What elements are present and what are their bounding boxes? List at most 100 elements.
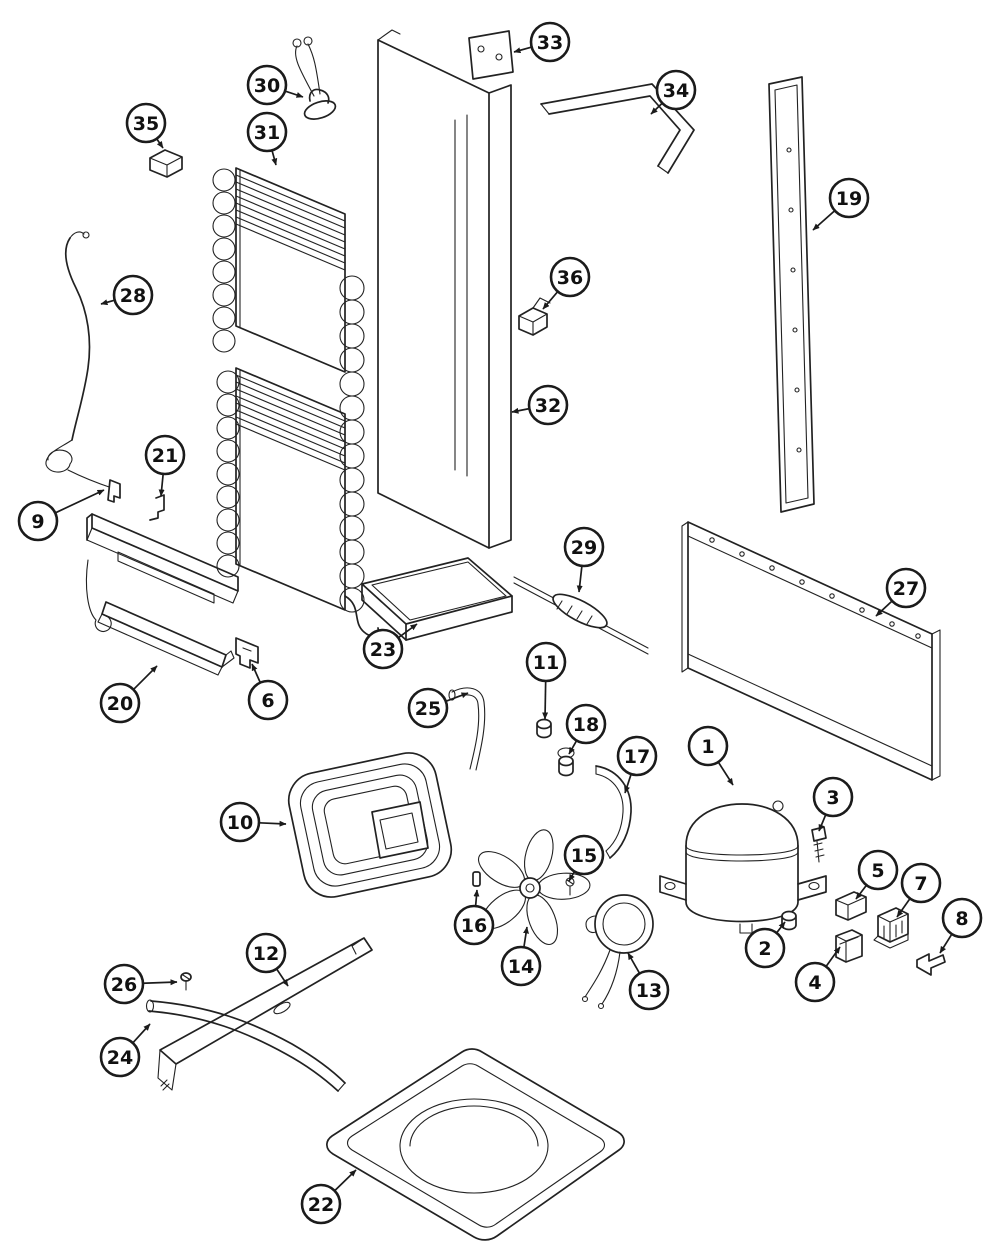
callout-circle-25[interactable]	[407, 687, 449, 729]
callout-26-screw[interactable]: 26	[103, 963, 178, 1005]
callout-circle-14[interactable]	[500, 945, 542, 987]
callout-circle-21[interactable]	[144, 434, 186, 476]
callout-circle-31[interactable]	[246, 111, 288, 153]
callout-leader-arrow	[155, 138, 164, 149]
callout-circle-24[interactable]	[99, 1036, 141, 1078]
callout-9-clip[interactable]: 9	[17, 489, 105, 542]
callout-circle-18[interactable]	[565, 703, 607, 745]
callout-circle-1[interactable]	[687, 725, 729, 767]
callout-number: 15	[571, 845, 597, 867]
callout-34-handle-tube[interactable]: 34	[650, 69, 697, 115]
callout-circle-30[interactable]	[246, 64, 288, 106]
callout-circle-3[interactable]	[812, 776, 854, 818]
callout-number: 34	[663, 80, 689, 102]
callout-circle-29[interactable]	[563, 526, 605, 568]
callout-circle-26[interactable]	[103, 963, 145, 1005]
callout-17-drain-tube[interactable]: 17	[616, 735, 658, 794]
callout-leader-arrow	[568, 740, 578, 755]
callout-circle-2[interactable]	[744, 927, 786, 969]
callout-circle-10[interactable]	[219, 801, 261, 843]
callout-27-rear-panel[interactable]: 27	[875, 567, 927, 617]
callout-7-starter[interactable]: 7	[896, 862, 942, 918]
callout-circle-33[interactable]	[529, 21, 571, 63]
callout-10-coil-assembly[interactable]: 10	[219, 801, 287, 843]
callout-number: 33	[537, 32, 563, 54]
callout-number: 32	[535, 395, 561, 417]
callout-number: 27	[893, 578, 919, 600]
part-clip-8	[916, 953, 946, 976]
callout-15-screw[interactable]: 15	[563, 834, 605, 882]
callout-number: 16	[461, 915, 487, 937]
callout-circle-32[interactable]	[527, 384, 569, 426]
callout-21-clip[interactable]: 21	[144, 434, 186, 497]
callout-circle-4[interactable]	[794, 961, 836, 1003]
callout-19-side-trim[interactable]: 19	[812, 177, 870, 231]
callout-circle-7[interactable]	[900, 862, 942, 904]
callout-16-spacer[interactable]: 16	[453, 889, 495, 946]
callout-32-center-panel[interactable]: 32	[511, 384, 569, 426]
callout-circle-17[interactable]	[616, 735, 658, 777]
callout-circle-13[interactable]	[628, 969, 670, 1011]
callout-20-rail[interactable]: 20	[99, 665, 158, 724]
callout-35-terminal-block[interactable]: 35	[125, 102, 167, 149]
part-overload-4	[835, 929, 863, 963]
part-drain-tube	[595, 765, 632, 859]
callout-circle-12[interactable]	[245, 932, 287, 974]
callout-leader-arrow	[568, 871, 576, 882]
callout-13-fan-motor[interactable]: 13	[627, 952, 670, 1011]
part-thermostat-wire	[292, 36, 337, 120]
callout-circle-15[interactable]	[563, 834, 605, 876]
callout-circle-11[interactable]	[525, 641, 567, 683]
callout-22-drain-pan[interactable]: 22	[300, 1169, 357, 1225]
callout-18-grommet[interactable]: 18	[565, 703, 607, 755]
callout-28-wire-harness[interactable]: 28	[100, 274, 154, 316]
callout-circle-27[interactable]	[885, 567, 927, 609]
callout-number: 14	[508, 956, 534, 978]
callout-circle-16[interactable]	[453, 904, 495, 946]
callout-6-bracket[interactable]: 6	[247, 663, 289, 721]
callout-31-evaporator-coil[interactable]: 31	[246, 111, 288, 166]
callout-number: 17	[624, 746, 650, 768]
part-relay-5	[835, 891, 867, 921]
callout-23-drip-tray[interactable]: 23	[362, 623, 418, 670]
callout-number: 18	[573, 714, 599, 736]
callout-30-thermostat[interactable]: 30	[246, 64, 304, 106]
callout-leader-arrow	[54, 489, 105, 514]
callout-4-overload-relay[interactable]: 4	[794, 946, 841, 1003]
callout-circle-28[interactable]	[112, 274, 154, 316]
callout-circle-9[interactable]	[17, 500, 59, 542]
callout-29-heater[interactable]: 29	[563, 526, 605, 593]
callout-24-drain-hose[interactable]: 24	[99, 1023, 151, 1078]
callout-33-cover-plate[interactable]: 33	[513, 21, 571, 63]
callout-circle-35[interactable]	[125, 102, 167, 144]
callout-leader-arrow	[627, 952, 641, 974]
callout-2-grommet[interactable]: 2	[744, 921, 786, 969]
callout-1-compressor[interactable]: 1	[687, 725, 734, 786]
callout-5-relay[interactable]: 5	[855, 849, 899, 900]
callout-leader-arrow	[775, 921, 786, 934]
callout-circle-8[interactable]	[941, 897, 983, 939]
part-evaporator-coil	[212, 167, 380, 637]
callout-circle-34[interactable]	[655, 69, 697, 111]
callout-leader-arrow	[523, 926, 529, 948]
callout-12-brace-rail[interactable]: 12	[245, 932, 289, 987]
callout-circle-6[interactable]	[247, 679, 289, 721]
callout-circle-22[interactable]	[300, 1183, 342, 1225]
callout-36-clamp[interactable]: 36	[542, 256, 591, 310]
callout-number: 26	[111, 974, 137, 996]
callout-circle-20[interactable]	[99, 682, 141, 724]
callout-3-bolt[interactable]: 3	[812, 776, 854, 832]
callout-circle-23[interactable]	[362, 628, 404, 670]
callout-14-fan-blade[interactable]: 14	[500, 926, 542, 987]
part-drain-hose	[145, 999, 346, 1092]
callout-circle-19[interactable]	[828, 177, 870, 219]
callout-number: 12	[253, 943, 279, 965]
callout-number: 10	[227, 812, 253, 834]
callout-number: 21	[152, 445, 178, 467]
callout-11-grommet[interactable]: 11	[525, 641, 567, 720]
callout-circle-36[interactable]	[549, 256, 591, 298]
callout-number: 23	[370, 639, 396, 661]
callout-8-clip[interactable]: 8	[939, 897, 983, 954]
callout-25-tube[interactable]: 25	[407, 687, 469, 729]
callout-circle-5[interactable]	[857, 849, 899, 891]
